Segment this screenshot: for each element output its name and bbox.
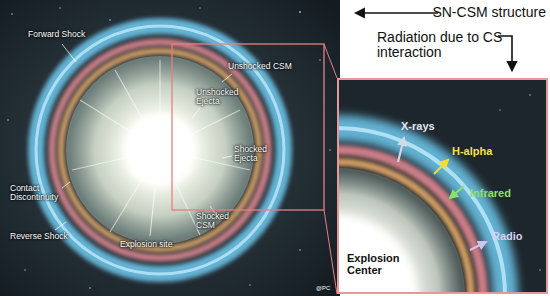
region-label: Shocked CSM <box>196 212 246 231</box>
emission-label: X-rays <box>401 120 435 132</box>
emission-label: Infrared <box>470 187 511 199</box>
center-label: Explosion site <box>120 240 172 249</box>
inset-heading: Radiation due to CS interaction <box>377 30 507 61</box>
region-label: Unshocked Ejecta <box>196 88 248 107</box>
shock-label: Reverse Shock <box>10 232 68 241</box>
region-label: Unshocked CSM <box>228 62 292 71</box>
panel-title: SN-CSM structure <box>432 5 546 20</box>
watermark: @PC <box>316 285 330 292</box>
illustration-panel: Forward ShockUnshocked CSM Unshocked Ejec… <box>0 0 340 296</box>
emission-label: H-alpha <box>452 145 492 157</box>
zoom-inset: Radiation due to CS interactionX-raysH-a… <box>337 78 548 294</box>
boundary-label: Contact Discontinuity <box>10 184 70 203</box>
region-label: Shocked Ejecta <box>234 145 282 164</box>
center-label: Explosion Center <box>347 252 419 276</box>
shock-label: Forward Shock <box>28 30 85 39</box>
emission-label: Radio <box>492 230 523 242</box>
